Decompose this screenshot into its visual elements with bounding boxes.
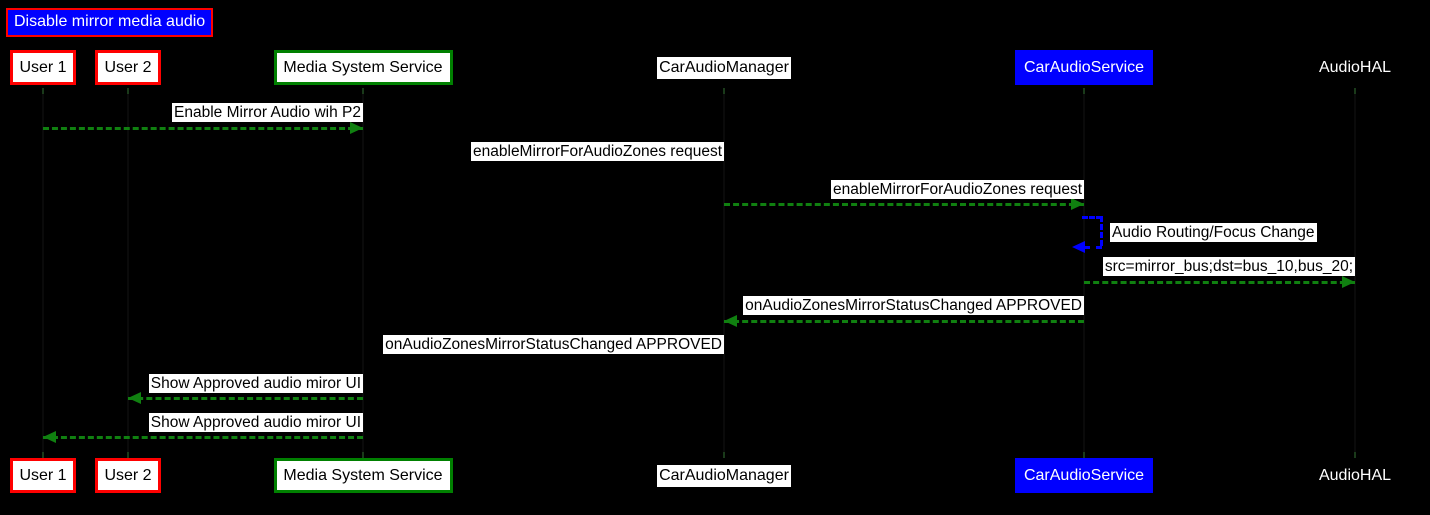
participant-label: CarAudioManager <box>659 59 789 76</box>
self-message-loop <box>1072 216 1104 253</box>
message-arrow-line <box>1084 281 1355 284</box>
lifeline-user2 <box>127 88 129 458</box>
lifeline-stub <box>723 88 725 94</box>
message-label: Audio Routing/Focus Change <box>1110 223 1317 242</box>
lifeline-car-audio-service <box>1083 88 1085 458</box>
lifeline-stub <box>127 452 129 458</box>
participant-label: User 2 <box>104 58 152 76</box>
participant-label: Media System Service <box>283 58 443 76</box>
lifeline-stub <box>1354 88 1356 94</box>
message-arrowhead <box>128 392 141 404</box>
participant-user1: User 1 <box>10 50 76 85</box>
participant-car-audio-service-footer: CarAudioService <box>1015 458 1153 493</box>
participant-user2-footer: User 2 <box>95 458 161 493</box>
message-label: Show Approved audio miror UI <box>148 374 363 393</box>
self-loop-top-segment <box>1082 216 1102 219</box>
lifeline-stub <box>1354 452 1356 458</box>
participant-user1-footer: User 1 <box>10 458 76 493</box>
participant-car-audio-manager: CarAudioManager <box>657 57 791 79</box>
message-arrowhead <box>43 431 56 443</box>
participant-car-audio-manager-footer: CarAudioManager <box>657 465 791 487</box>
participant-label: AudioHAL <box>1318 467 1392 484</box>
lifeline-media-system <box>362 88 364 458</box>
participant-label: CarAudioService <box>1023 466 1145 484</box>
participant-media-system: Media System Service <box>273 50 453 85</box>
message-arrow-line <box>724 320 1084 323</box>
message-label: onAudioZonesMirrorStatusChanged APPROVED <box>743 296 1084 315</box>
lifeline-stub <box>127 88 129 94</box>
participant-label: User 1 <box>19 466 67 484</box>
self-loop-bottom-segment <box>1084 246 1102 249</box>
message-arrow-line <box>43 127 363 130</box>
message-label: Show Approved audio miror UI <box>148 413 363 432</box>
lifeline-car-audio-manager <box>723 88 725 458</box>
participant-label: Media System Service <box>283 466 443 484</box>
lifeline-user1 <box>42 88 44 458</box>
lifeline-stub <box>723 452 725 458</box>
lifeline-stub <box>362 88 364 94</box>
message-arrow-line <box>724 203 1084 206</box>
participant-label: AudioHAL <box>1318 59 1392 76</box>
participant-label: CarAudioManager <box>659 467 789 484</box>
participant-audio-hal: AudioHAL <box>1310 57 1400 79</box>
participant-label: CarAudioService <box>1023 58 1145 76</box>
participant-media-system-footer: Media System Service <box>273 458 453 493</box>
message-label: src=mirror_bus;dst=bus_10,bus_20; <box>1102 257 1355 276</box>
participant-user2: User 2 <box>95 50 161 85</box>
participant-label: User 2 <box>104 466 152 484</box>
participant-audio-hal-footer: AudioHAL <box>1310 465 1400 487</box>
diagram-title: Disable mirror media audio <box>6 8 214 37</box>
message-label: enableMirrorForAudioZones request <box>831 180 1084 199</box>
lifeline-audio-hal <box>1354 88 1356 458</box>
lifeline-stub <box>1083 88 1085 94</box>
message-label: onAudioZonesMirrorStatusChanged APPROVED <box>383 335 724 354</box>
lifeline-stub <box>42 452 44 458</box>
message-label: enableMirrorForAudioZones request <box>471 142 724 161</box>
participant-car-audio-service: CarAudioService <box>1015 50 1153 85</box>
message-arrow-line <box>43 436 363 439</box>
message-label: Enable Mirror Audio wih P2 <box>172 103 363 122</box>
message-arrowhead <box>724 315 737 327</box>
lifeline-stub <box>362 452 364 458</box>
self-loop-right-segment <box>1100 216 1103 246</box>
message-arrow-line <box>128 397 363 400</box>
lifeline-stub <box>42 88 44 94</box>
participant-label: User 1 <box>19 58 67 76</box>
lifeline-stub <box>1083 452 1085 458</box>
